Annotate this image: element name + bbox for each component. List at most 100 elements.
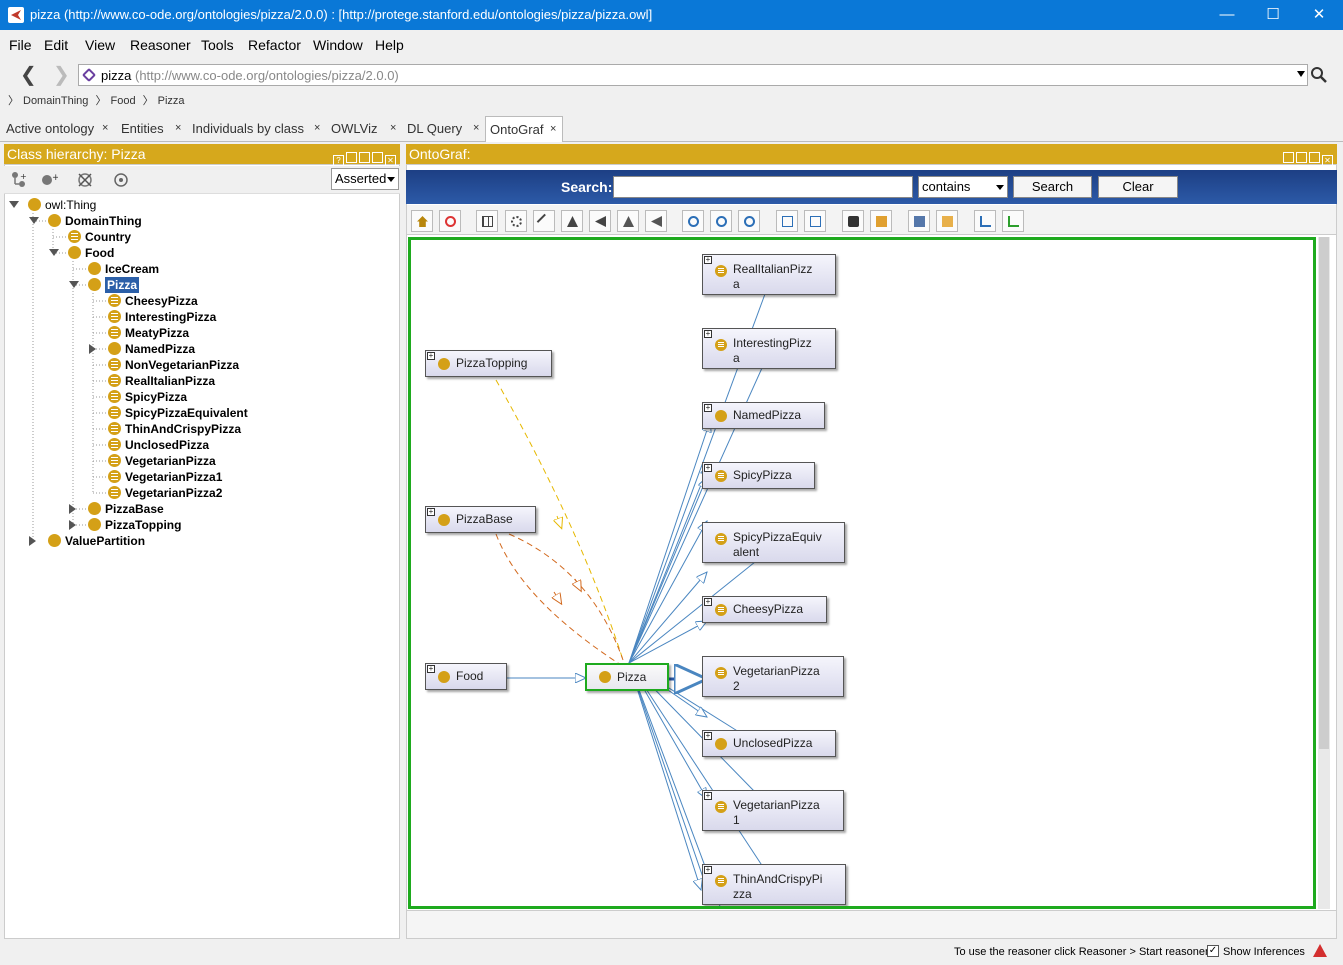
zoom-in-icon[interactable] — [682, 210, 704, 232]
expand-toggle[interactable] — [29, 217, 39, 224]
clear-button[interactable]: Clear — [1098, 176, 1178, 198]
hierarchy-mode-select[interactable]: Asserted — [331, 168, 399, 190]
tab-dl-query[interactable]: DL Query — [407, 121, 463, 136]
expand-node-icon[interactable]: + — [427, 507, 435, 516]
scrollbar-thumb[interactable] — [1319, 237, 1329, 749]
graph-node-pizzabase[interactable]: + PizzaBase — [425, 506, 536, 533]
back-arrow-icon[interactable]: ❮ — [20, 64, 37, 86]
add-subclass-icon[interactable]: + — [10, 171, 28, 189]
menu-tools[interactable]: Tools — [201, 37, 234, 53]
menu-file[interactable]: File — [9, 37, 32, 53]
home-icon[interactable] — [411, 210, 433, 232]
zoom-out-icon[interactable] — [738, 210, 760, 232]
zoom-reset-icon[interactable] — [710, 210, 732, 232]
help-icon[interactable]: ? — [333, 155, 344, 166]
tab-close-icon[interactable]: × — [175, 122, 182, 134]
close-panel-icon[interactable]: ✕ — [385, 155, 396, 166]
maximize-button[interactable]: ☐ — [1266, 6, 1280, 23]
menu-window[interactable]: Window — [313, 37, 363, 53]
radial-layout-icon[interactable] — [533, 210, 555, 232]
expand-toggle[interactable] — [69, 520, 76, 530]
graph-node-pizzatopping[interactable]: + PizzaTopping — [425, 350, 552, 377]
tab-individuals-by-class[interactable]: Individuals by class — [192, 121, 304, 136]
expand-toggle[interactable] — [9, 201, 19, 208]
cut-icon[interactable] — [439, 210, 461, 232]
search-button[interactable]: Search — [1013, 176, 1092, 198]
expand-node-icon[interactable]: + — [704, 255, 712, 264]
maximize-panel-icon[interactable] — [372, 152, 383, 163]
save-icon[interactable] — [908, 210, 930, 232]
graph-search-input[interactable] — [613, 176, 913, 198]
dropdown-arrow-icon[interactable] — [1297, 71, 1305, 77]
expand-toggle[interactable] — [69, 281, 79, 288]
target-icon[interactable] — [112, 171, 130, 189]
graph-vertical-scrollbar[interactable] — [1318, 237, 1330, 909]
graph-node-namedpizza[interactable]: + NamedPizza — [702, 402, 825, 429]
spring-layout-icon[interactable] — [505, 210, 527, 232]
expand-toggle[interactable] — [69, 504, 76, 514]
expand-node-icon[interactable]: + — [427, 664, 435, 673]
tab-close-icon[interactable]: × — [473, 122, 480, 134]
add-sibling-icon[interactable]: + — [40, 171, 58, 189]
horizontal-tree-layout-icon[interactable] — [589, 210, 611, 232]
expand-node-icon[interactable]: + — [704, 597, 712, 606]
search-icon[interactable] — [1311, 67, 1327, 83]
expand-node-icon[interactable]: + — [704, 865, 712, 874]
tab-ontograf[interactable]: OntoGraf × — [485, 116, 563, 142]
delete-class-icon[interactable] — [76, 171, 94, 189]
tab-close-icon[interactable]: × — [314, 122, 321, 134]
split-icon[interactable] — [346, 152, 357, 163]
tab-close-icon[interactable]: × — [102, 122, 109, 134]
tab-close-icon[interactable]: × — [550, 123, 557, 135]
menu-refactor[interactable]: Refactor — [248, 37, 301, 53]
breadcrumb-item[interactable]: Pizza — [157, 95, 185, 107]
expand-node-icon[interactable]: + — [427, 351, 435, 360]
show-inferences-checkbox[interactable]: ✓ — [1207, 945, 1219, 957]
tab-entities[interactable]: Entities — [121, 121, 164, 136]
graph-node-cheesypizza[interactable]: + CheesyPizza — [702, 596, 827, 623]
breadcrumb-item[interactable]: Food — [110, 95, 136, 107]
tab-owlviz[interactable]: OWLViz — [331, 121, 378, 136]
vertical-directed-layout-icon[interactable] — [617, 210, 639, 232]
menu-help[interactable]: Help — [375, 37, 404, 53]
expand-node-icon[interactable]: + — [704, 791, 712, 800]
expand-node-icon[interactable]: + — [704, 329, 712, 338]
vertical-tree-layout-icon[interactable] — [561, 210, 583, 232]
split-icon[interactable] — [1283, 152, 1294, 163]
export-image-icon[interactable] — [870, 210, 892, 232]
pin-export-icon[interactable] — [1002, 210, 1024, 232]
menu-view[interactable]: View — [85, 37, 116, 53]
menu-edit[interactable]: Edit — [44, 37, 69, 53]
open-folder-icon[interactable] — [936, 210, 958, 232]
expand-node-icon[interactable]: + — [704, 463, 712, 472]
minimize-panel-icon[interactable] — [1296, 152, 1307, 163]
expand-node-icon[interactable]: + — [704, 403, 712, 412]
match-mode-select[interactable]: contains — [918, 176, 1008, 198]
graph-node-unclosedpizza[interactable]: + UnclosedPizza — [702, 730, 836, 757]
minimize-button[interactable]: — — [1219, 6, 1235, 23]
expand-toggle[interactable] — [89, 344, 96, 354]
grid-layout-icon[interactable] — [476, 210, 498, 232]
graph-node-pizza[interactable]: Pizza — [585, 663, 669, 691]
minimize-panel-icon[interactable] — [359, 152, 370, 163]
warning-icon[interactable] — [1313, 944, 1327, 957]
arc-filter-icon[interactable] — [804, 210, 826, 232]
close-button[interactable]: ✕ — [1312, 6, 1326, 23]
node-filter-icon[interactable] — [776, 210, 798, 232]
close-panel-icon[interactable]: ✕ — [1322, 155, 1333, 166]
tab-close-icon[interactable]: × — [390, 122, 397, 134]
expand-node-icon[interactable]: + — [704, 731, 712, 740]
camera-icon[interactable] — [842, 210, 864, 232]
horizontal-directed-layout-icon[interactable] — [645, 210, 667, 232]
expand-toggle[interactable] — [29, 536, 36, 546]
maximize-panel-icon[interactable] — [1309, 152, 1320, 163]
tab-active-ontology[interactable]: Active ontology — [6, 121, 95, 136]
export-icon[interactable] — [974, 210, 996, 232]
